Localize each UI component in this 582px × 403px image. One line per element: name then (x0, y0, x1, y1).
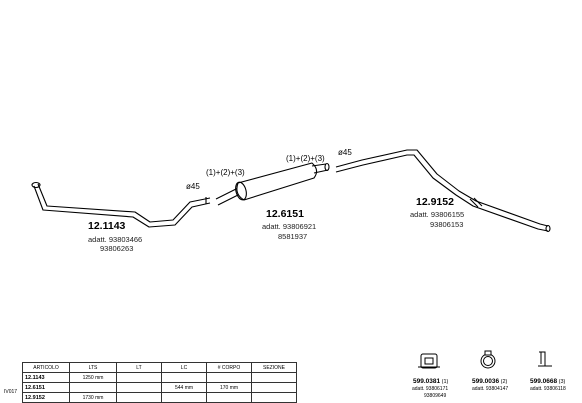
part-code-12-6151: 12.6151 (266, 208, 304, 220)
accessory-ref: adatt. 93806118 (530, 386, 566, 392)
accessory-code: 599.0036 (2) (472, 378, 508, 385)
rear-pipe-12-9152 (335, 149, 551, 233)
accessory-code: 599.0381 (1) (413, 378, 449, 385)
accessory-ref: adatt. 93804147 (472, 386, 509, 392)
part-adaptation: adatt. 93803466 (88, 235, 143, 244)
diameter-label: ø45 (186, 182, 200, 191)
part-adaptation: 93806263 (100, 244, 134, 253)
part-adaptation: 93806153 (430, 220, 464, 229)
clamp-bracket-icon (418, 353, 440, 369)
spec-table: ARTICOLO LTS LT LC # CORPO SEZIONE 12.11… (22, 362, 297, 403)
accessory-ref: adatt. 93806171 (412, 386, 449, 392)
assembly-sequence-label: (1)+(2)+(3) (286, 154, 325, 163)
accessory-code: 599.0668 (3) (530, 378, 566, 385)
part-adaptation: 8581937 (278, 232, 308, 241)
part-adaptation: adatt. 93806155 (410, 210, 465, 219)
part-adaptation: adatt. 93806921 (262, 222, 317, 231)
accessory-ref: 93809649 (424, 393, 447, 399)
part-code-12-9152: 12.9152 (416, 196, 454, 208)
silencer-12-6151 (215, 162, 330, 206)
assembly-sequence-label: (1)+(2)+(3) (206, 168, 245, 177)
table-row: 12.1143 1250 mm (22, 372, 297, 383)
diameter-label: ø45 (338, 148, 352, 157)
front-pipe-12-1143 (31, 181, 211, 228)
part-code-12-1143: 12.1143 (88, 220, 126, 232)
model-code: IV017 (4, 389, 18, 395)
hanger-bracket-icon (538, 351, 552, 367)
table-row: 12.9152 1730 mm (22, 392, 297, 403)
hose-clamp-icon (480, 350, 496, 369)
